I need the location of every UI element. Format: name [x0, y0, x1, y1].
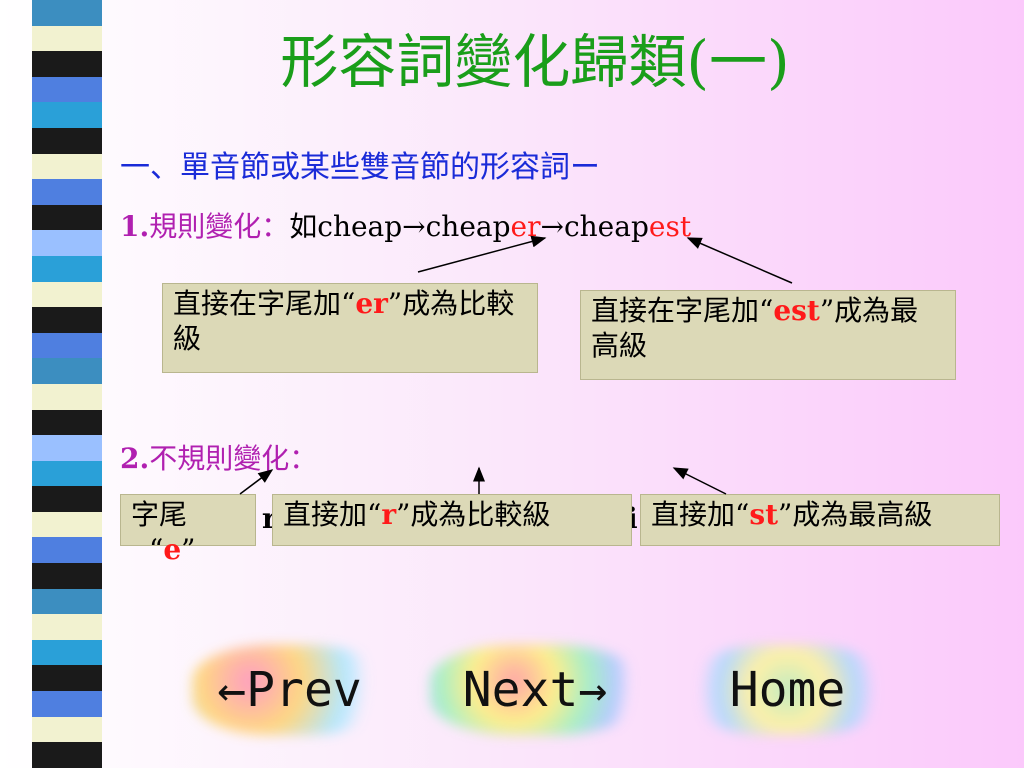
callout-mark: r — [381, 498, 397, 531]
callout-mark: est — [773, 294, 820, 327]
stripe-segment — [32, 307, 102, 333]
quote-mark: “ — [149, 533, 164, 566]
stripe-segment — [32, 460, 102, 487]
arrow-to-er — [417, 235, 547, 273]
rule-irregular: 2.不規則變化： — [120, 437, 317, 477]
stripe-segment — [32, 511, 102, 538]
callout-er: 直接在字尾加“er”成為比較級 — [162, 283, 538, 373]
callout-text: ”成為比較級 — [396, 498, 551, 531]
callout-text: 直接加“ — [283, 498, 382, 531]
stripe-segment — [32, 614, 102, 640]
prev-label: ←Prev — [217, 662, 362, 718]
slide-title: 形容詞變化歸類(一) — [280, 28, 790, 96]
callout-text: 直接在字尾加“ — [173, 287, 356, 320]
stripe-segment — [32, 639, 102, 666]
stripe-segment — [32, 204, 102, 231]
rule-number: 1. — [120, 210, 150, 243]
callout-text: ”成為最高級 — [778, 498, 933, 531]
callout-text: ”成為最高級 — [591, 294, 919, 362]
button-splash — [430, 645, 640, 735]
stripe-segment — [32, 588, 102, 615]
callout-mark: e — [163, 533, 182, 566]
stripe-segment — [32, 76, 102, 103]
callout-text: 直接在字尾加“ — [591, 294, 774, 327]
callout-e: 字尾 “e” — [120, 494, 256, 566]
rule-regular: 1.規則變化：如cheap→cheaper→cheapest — [120, 205, 691, 245]
callout-text: ”成為比較級 — [173, 287, 515, 355]
arrow-to-est — [686, 237, 793, 284]
arrow-to-st — [672, 467, 727, 495]
stripe-segment — [32, 281, 102, 308]
prev-button[interactable]: ←Prev — [192, 645, 387, 735]
rule-label: 不規則變化： — [149, 442, 318, 475]
stripe-segment — [32, 691, 102, 717]
button-splash — [192, 645, 387, 735]
callout-st: 直接加“st”成為最高級 — [640, 494, 1000, 546]
callout-text: 字尾 — [131, 498, 188, 531]
stripe-segment — [32, 486, 102, 512]
stripe-segment — [32, 665, 102, 692]
quote-mark: ” — [181, 533, 196, 566]
obscured-text: i — [627, 502, 638, 535]
callout-quote: “e” — [131, 532, 245, 567]
example-base: cheap→cheap — [317, 210, 511, 243]
home-label: Home — [729, 662, 846, 718]
next-label: Next→ — [462, 662, 608, 718]
stripe-segment — [32, 102, 102, 128]
stripe-segment — [32, 716, 102, 743]
example-est: est — [648, 210, 692, 243]
stripe-segment — [32, 332, 102, 359]
button-splash — [690, 645, 885, 735]
arrow-to-e — [239, 469, 274, 495]
stripe-segment — [32, 230, 102, 256]
stripe-segment — [32, 742, 102, 768]
stripe-segment — [32, 51, 102, 77]
example-arrow: →cheap — [540, 210, 649, 243]
callout-mark: st — [749, 498, 779, 531]
stripe-segment — [32, 153, 102, 180]
stripe-segment — [32, 127, 102, 154]
next-button[interactable]: Next→ — [430, 645, 640, 735]
callout-est: 直接在字尾加“est”成為最高級 — [580, 290, 956, 380]
callout-r: 直接加“r”成為比較級 — [272, 494, 632, 546]
example-prefix: 如 — [289, 210, 318, 243]
stripe-segment — [32, 563, 102, 589]
rule-label: 規則變化： — [149, 210, 290, 243]
callout-mark: er — [355, 287, 388, 320]
stripe-segment — [32, 383, 102, 410]
stripe-segment — [32, 537, 102, 564]
stripe-segment — [32, 435, 102, 461]
stripe-segment — [32, 255, 102, 282]
stripe-segment — [32, 358, 102, 384]
stripe-segment — [32, 179, 102, 205]
subheading: 一、單音節或某些雙音節的形容詞ー — [120, 150, 600, 185]
stripe-segment — [32, 409, 102, 436]
stripe-segment — [32, 0, 102, 26]
stripe-segment — [32, 25, 102, 52]
decorative-stripe-bar — [32, 0, 102, 768]
rule-number: 2. — [120, 442, 150, 475]
callout-text: 直接加“ — [651, 498, 750, 531]
home-button[interactable]: Home — [690, 645, 885, 735]
